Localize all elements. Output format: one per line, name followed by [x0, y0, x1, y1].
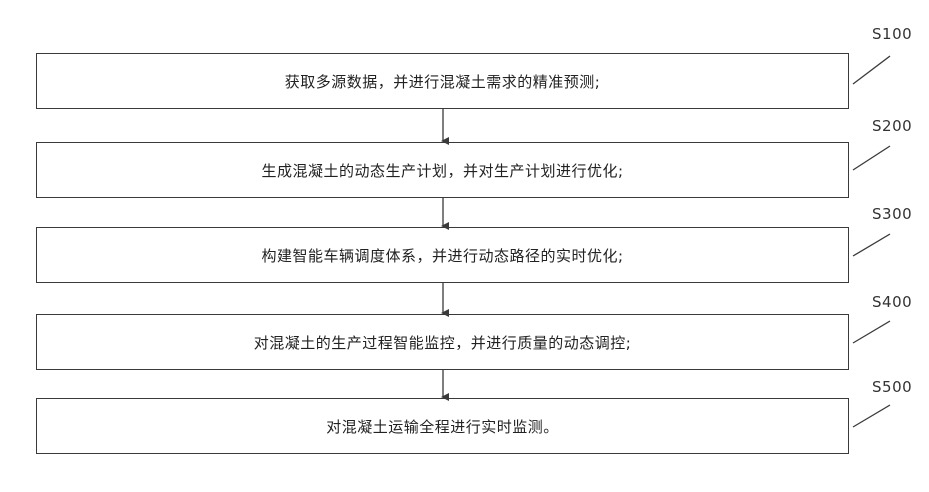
step-text-s200: 生成混凝土的动态生产计划，并对生产计划进行优化; — [261, 160, 623, 181]
step-label-s100: S100 — [872, 25, 912, 43]
step-label-s500: S500 — [872, 378, 912, 396]
step-label-s400: S400 — [872, 293, 912, 311]
step-text-s500: 对混凝土运输全程进行实时监测。 — [326, 416, 559, 437]
step-box-s500: 对混凝土运输全程进行实时监测。 — [36, 398, 849, 454]
leader-line-s300 — [853, 234, 890, 256]
step-text-s400: 对混凝土的生产过程智能监控，并进行质量的动态调控; — [254, 332, 632, 353]
step-label-s300: S300 — [872, 205, 912, 223]
step-box-s200: 生成混凝土的动态生产计划，并对生产计划进行优化; — [36, 142, 849, 198]
leader-line-s100 — [853, 56, 890, 84]
step-text-s300: 构建智能车辆调度体系，并进行动态路径的实时优化; — [261, 245, 623, 266]
step-box-s100: 获取多源数据，并进行混凝土需求的精准预测; — [36, 53, 849, 109]
leader-line-s500 — [853, 405, 890, 427]
step-text-s100: 获取多源数据，并进行混凝土需求的精准预测; — [285, 71, 601, 92]
step-box-s400: 对混凝土的生产过程智能监控，并进行质量的动态调控; — [36, 314, 849, 370]
step-box-s300: 构建智能车辆调度体系，并进行动态路径的实时优化; — [36, 227, 849, 283]
leader-line-s400 — [853, 321, 890, 343]
leader-line-s200 — [853, 146, 890, 170]
step-label-s200: S200 — [872, 117, 912, 135]
